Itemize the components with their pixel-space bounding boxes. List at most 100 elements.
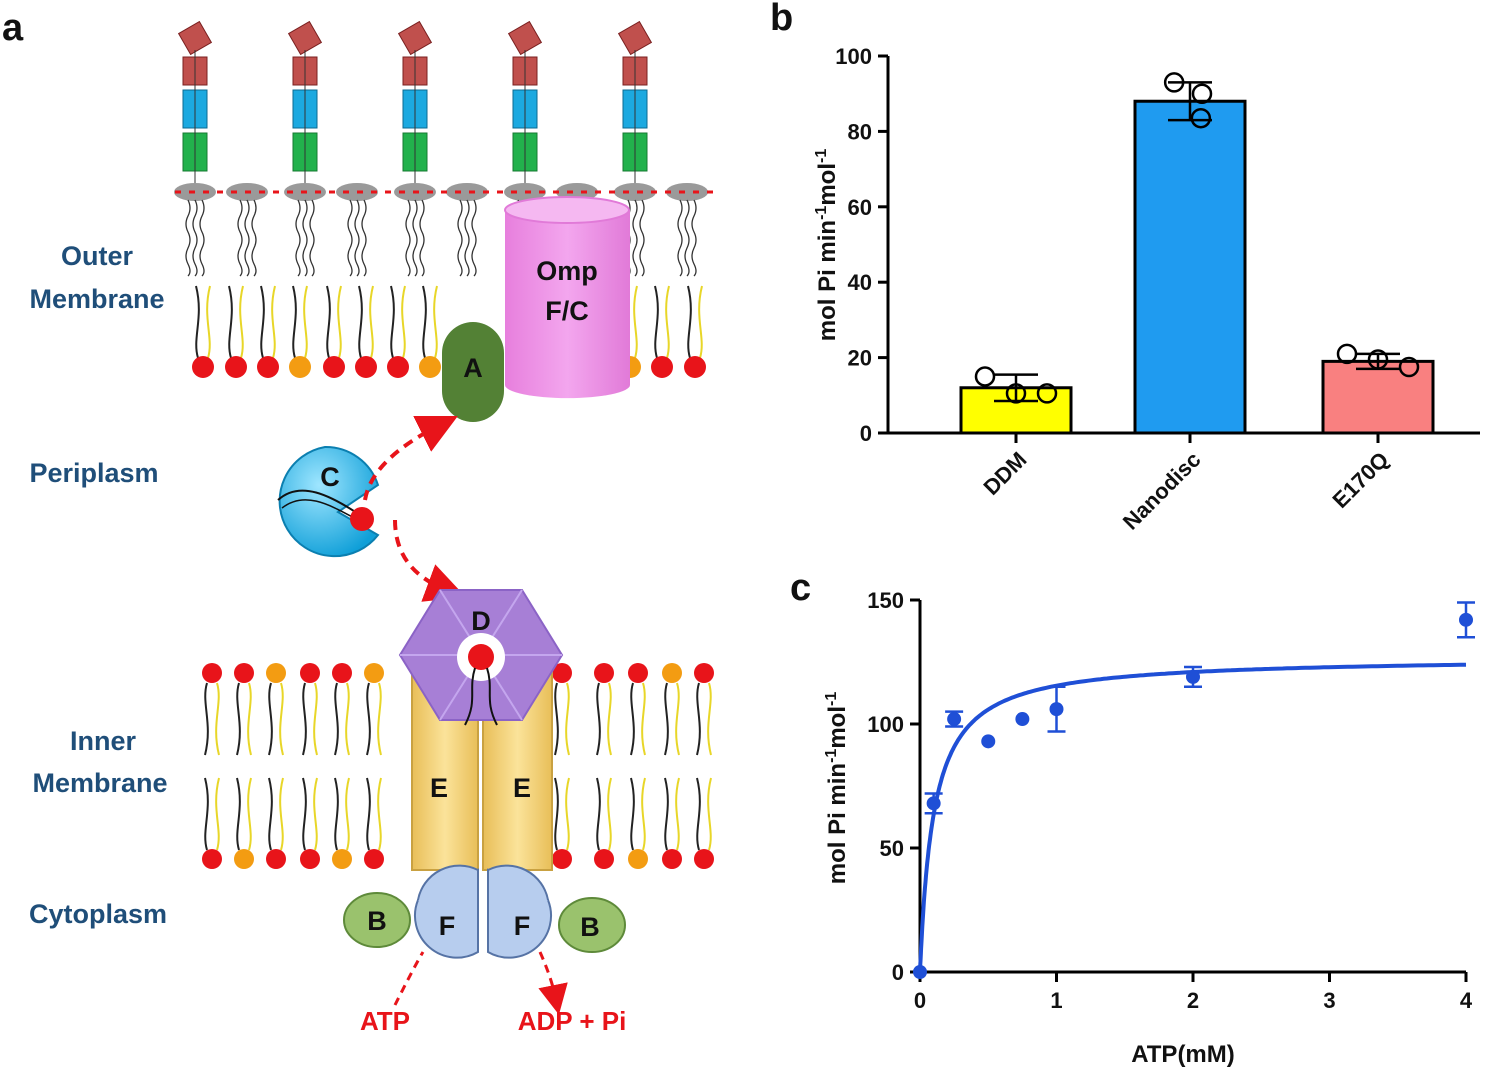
lipid-tail xyxy=(195,285,200,359)
panel-b-data-point xyxy=(1367,349,1389,370)
panel-c-data-point xyxy=(1015,712,1030,727)
lipid-head xyxy=(202,663,222,683)
protein-b-label-right: B xyxy=(580,912,600,942)
lipid-head xyxy=(202,849,222,869)
lipid-tail xyxy=(554,777,559,851)
lps-sugar-block xyxy=(507,20,543,56)
lipid-tail xyxy=(334,777,339,851)
lipid-tail xyxy=(698,285,703,359)
lipid-head xyxy=(257,356,279,378)
panel-b-letter: b xyxy=(770,0,793,39)
lipid-head xyxy=(234,849,254,869)
panel-c-data-point xyxy=(947,712,962,727)
panel-c-x-tick-label: 2 xyxy=(1187,988,1199,1013)
panel-b-x-tick-label: E170Q xyxy=(1327,447,1393,513)
inner-membrane xyxy=(202,663,714,869)
lipid-tail xyxy=(664,777,669,851)
lipid-tail xyxy=(326,285,331,359)
lipid-tail xyxy=(260,285,265,359)
lipid-head xyxy=(694,663,714,683)
lipid-tail xyxy=(292,285,297,359)
panel-b-y-tick-label: 20 xyxy=(848,346,872,371)
lipid-head xyxy=(694,849,714,869)
acyl-chain xyxy=(302,199,308,277)
lipid-tail xyxy=(313,682,318,756)
lipid-tail xyxy=(369,285,374,359)
panel-b-x-tick-label: DDM xyxy=(978,447,1031,500)
lipid-tail xyxy=(228,285,233,359)
lps-sugar-block xyxy=(617,20,653,56)
acyl-chain xyxy=(412,199,418,277)
acyl-chain xyxy=(691,199,697,277)
panel-c-marks xyxy=(913,601,1475,979)
lipid-tail xyxy=(247,682,252,756)
lps-molecules xyxy=(174,20,720,277)
lipid-head xyxy=(628,849,648,869)
protein-b-left: B xyxy=(343,892,411,948)
lipid-tail xyxy=(565,682,570,756)
lipid-tail xyxy=(607,682,612,756)
acyl-chain xyxy=(632,199,638,277)
lipid-tail xyxy=(337,285,342,359)
panel-c-y-tick-label: 150 xyxy=(867,588,904,613)
lipid-tail xyxy=(366,777,371,851)
panel-c-fit-curve xyxy=(918,662,1467,972)
transfer-arrow-down xyxy=(393,519,466,602)
acyl-chain xyxy=(251,199,257,277)
panel-b-y-axis-title: mol Pi min-1mol-1 xyxy=(813,149,841,342)
lps-molecule xyxy=(174,20,268,277)
omp-label-line1: Omp xyxy=(536,256,598,286)
protein-b-label-left: B xyxy=(367,906,387,936)
lipid-tail xyxy=(236,682,241,756)
panel-c-x-tick-label: 1 xyxy=(1050,988,1062,1013)
panel-b-data-point xyxy=(1191,83,1213,104)
lipid-tail xyxy=(268,777,273,851)
panel-a-diagram: a Omp F/C A C E xyxy=(2,7,720,1036)
lipid-head xyxy=(419,356,441,378)
inner-membrane-label-line1: Inner xyxy=(70,726,137,756)
lipid-tail xyxy=(607,777,612,851)
lipid-head xyxy=(300,663,320,683)
lipid-head xyxy=(332,663,352,683)
lipid-head xyxy=(552,663,572,683)
protein-f-label-right: F xyxy=(514,911,531,941)
panel-c-y-tick-label: 50 xyxy=(880,836,904,861)
lps-sugar-block xyxy=(287,20,323,56)
lps-molecule xyxy=(284,20,378,277)
panel-b-bar xyxy=(1133,99,1247,435)
acyl-chain xyxy=(361,199,367,277)
lipid-tail xyxy=(239,285,244,359)
acyl-chain xyxy=(354,199,360,277)
lipid-tail xyxy=(313,777,318,851)
lipid-tail xyxy=(358,285,363,359)
panel-c-x-tick-label: 3 xyxy=(1323,988,1335,1013)
lipid-tail xyxy=(675,682,680,756)
panel-c-y-tick-label: 100 xyxy=(867,712,904,737)
lipid-tail xyxy=(665,285,670,359)
lipid-tail xyxy=(633,285,638,359)
acyl-chain xyxy=(192,199,198,277)
panel-b-data-point xyxy=(1163,72,1185,93)
lipid-tail xyxy=(596,682,601,756)
panel-c-y-axis-title: mol Pi min-1mol-1 xyxy=(823,692,851,885)
panel-b-marks xyxy=(959,72,1435,435)
lipid-tail xyxy=(204,777,209,851)
lipid-tail xyxy=(596,777,601,851)
lipid-tail xyxy=(654,285,659,359)
panel-b-y-tick-label: 80 xyxy=(848,119,872,144)
lipid-tail xyxy=(206,285,211,359)
lipid-head xyxy=(266,663,286,683)
lipid-head xyxy=(192,356,214,378)
panel-b-x-tick-label: Nanodisc xyxy=(1118,447,1206,535)
acyl-chain xyxy=(185,199,191,277)
panel-b-y-tick-label: 100 xyxy=(835,44,872,69)
acyl-chain xyxy=(639,199,645,277)
acyl-chain xyxy=(419,199,425,277)
atp-label: ATP xyxy=(360,1006,410,1036)
lipid-head xyxy=(355,356,377,378)
lipid-tail xyxy=(554,682,559,756)
acyl-chain xyxy=(684,199,690,277)
